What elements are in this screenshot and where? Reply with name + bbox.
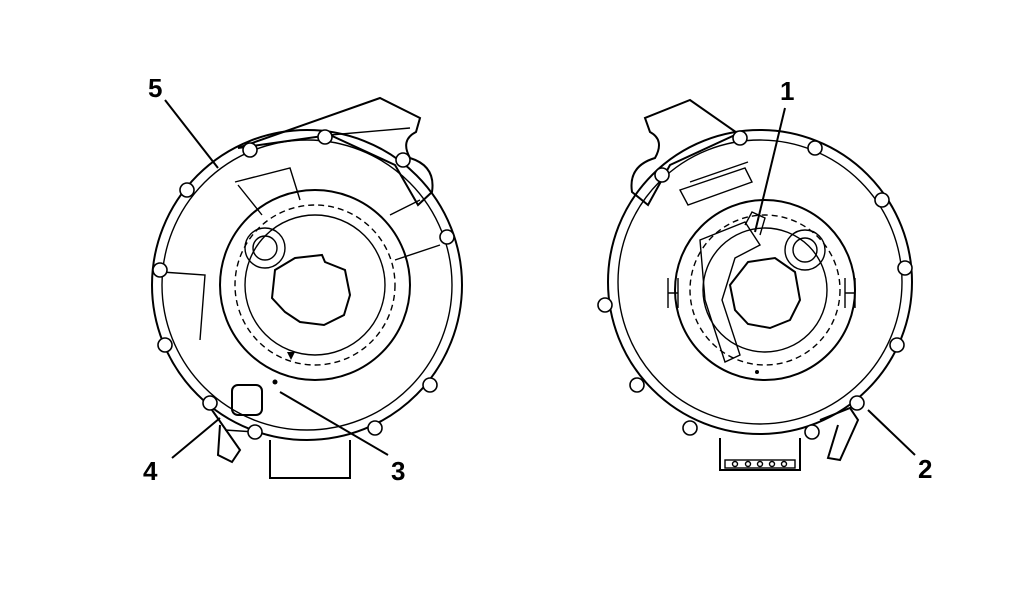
left-assembly xyxy=(151,96,463,479)
leader-2 xyxy=(867,409,916,456)
leader-3 xyxy=(279,391,389,456)
leader-4 xyxy=(171,417,221,459)
left-hub xyxy=(270,253,352,327)
callout-1: 1 xyxy=(780,76,794,106)
right-assembly xyxy=(597,98,913,471)
right-hub xyxy=(728,256,802,330)
right-connector xyxy=(719,438,801,471)
callout-2: 2 xyxy=(918,454,932,484)
left-outer-rim xyxy=(151,129,463,441)
left-bracket xyxy=(231,384,263,416)
left-inner-ring xyxy=(219,189,411,381)
right-housing-tab xyxy=(630,98,744,207)
callout-5: 5 xyxy=(148,73,162,103)
left-housing-tab xyxy=(237,96,434,207)
left-index-mark xyxy=(287,352,295,360)
right-outer-rim xyxy=(607,129,913,435)
right-bolts xyxy=(597,130,913,440)
left-bolts xyxy=(152,129,455,440)
right-bracket xyxy=(819,406,860,462)
leader-5 xyxy=(164,99,219,169)
left-connector xyxy=(269,440,351,479)
callout-3: 3 xyxy=(391,456,405,486)
leader-1 xyxy=(754,107,786,233)
callout-4: 4 xyxy=(143,456,158,486)
right-inner-ring xyxy=(674,199,856,381)
